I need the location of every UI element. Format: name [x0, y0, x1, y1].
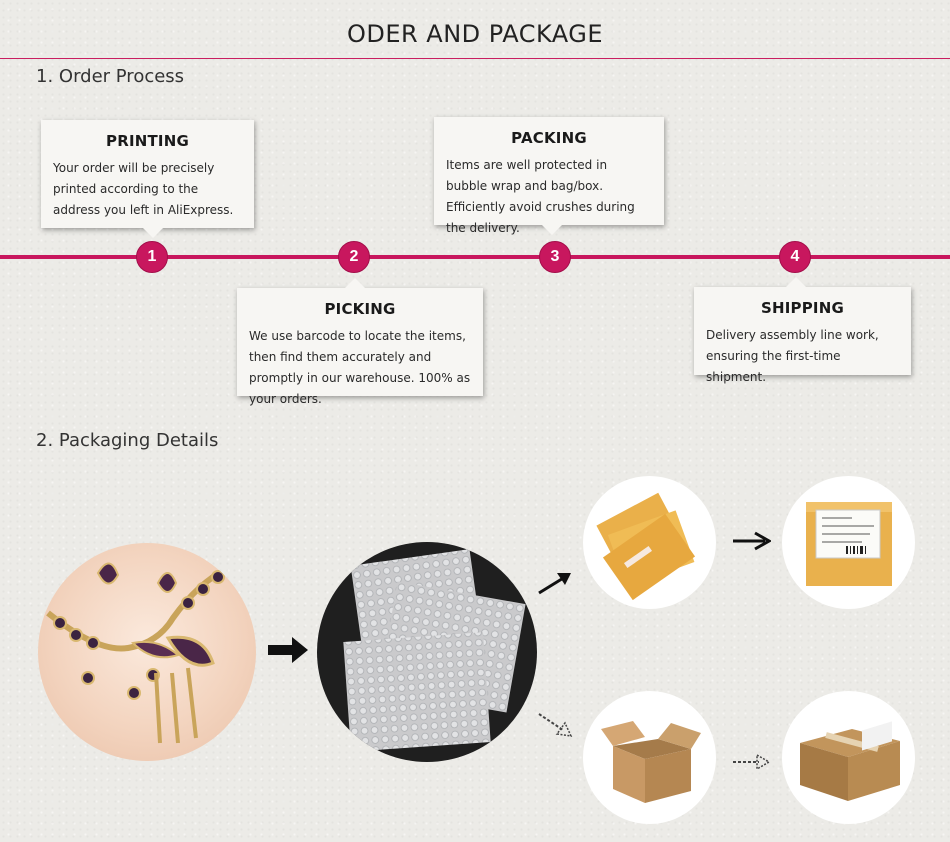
- timeline-line: [0, 255, 950, 259]
- step-title: PICKING: [324, 300, 396, 318]
- sealed-carton-image: [782, 691, 915, 824]
- step-card-picking: PICKING We use barcode to locate the ite…: [237, 278, 483, 406]
- arrow-up-right-icon: [537, 571, 573, 602]
- sealed-envelope-image: [782, 476, 915, 609]
- necklace-image: [38, 543, 256, 761]
- step-description: Items are well protected in bubble wrap …: [446, 158, 635, 235]
- open-carton-image: [583, 691, 716, 824]
- arrow-down-right-dashed-icon: [537, 710, 573, 743]
- card-pointer: [542, 225, 562, 235]
- card-pointer: [143, 228, 163, 238]
- page-title: ODER AND PACKAGE: [346, 20, 604, 48]
- step-marker-3: 3: [539, 241, 571, 273]
- step-description: We use barcode to locate the items, then…: [249, 329, 471, 406]
- step-marker-2: 2: [338, 241, 370, 273]
- step-description: Your order will be precisely printed acc…: [53, 161, 234, 217]
- card-pointer: [786, 277, 806, 287]
- card-pointer: [345, 278, 365, 288]
- title-divider: [0, 58, 950, 59]
- step-card-printing: PRINTING Your order will be precisely pr…: [41, 120, 254, 238]
- step-title: PACKING: [511, 129, 587, 147]
- step-card-packing: PACKING Items are well protected in bubb…: [434, 117, 664, 235]
- arrow-right-icon: [268, 637, 308, 668]
- bubble-wrap-image: [317, 542, 537, 762]
- padded-envelopes-image: [583, 476, 716, 609]
- section-heading-order-process: 1. Order Process: [36, 66, 185, 87]
- step-marker-1: 1: [136, 241, 168, 273]
- arrow-right-dashed-icon: [731, 752, 771, 777]
- step-title: PRINTING: [106, 132, 189, 150]
- arrow-right-icon: [731, 531, 773, 556]
- step-title: SHIPPING: [761, 299, 844, 317]
- step-card-shipping: SHIPPING Delivery assembly line work, en…: [694, 277, 911, 384]
- step-description: Delivery assembly line work, ensuring th…: [706, 328, 879, 384]
- section-heading-packaging-details: 2. Packaging Details: [36, 430, 219, 451]
- step-marker-4: 4: [779, 241, 811, 273]
